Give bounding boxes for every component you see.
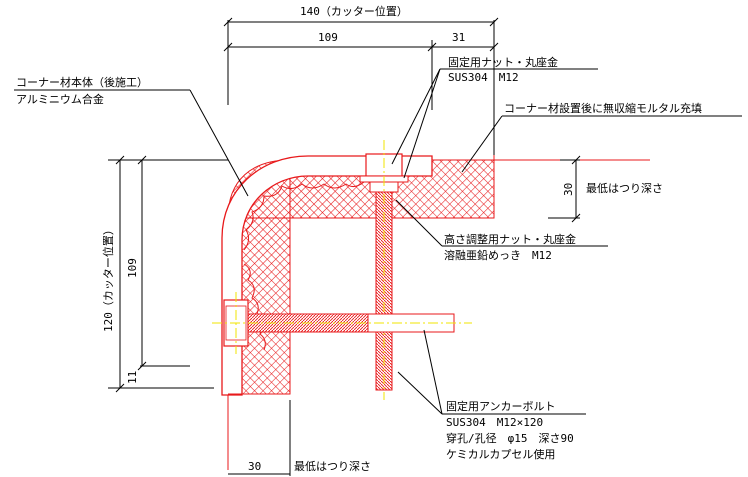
label-corner-body-2: アルミニウム合金 [16, 92, 104, 106]
label-corner-body-1: コーナー材本体（後施工） [16, 75, 148, 89]
leader-lines [14, 68, 742, 415]
label-fixing-nut-2: SUS304 M12 [448, 71, 519, 84]
horizontal-anchor-bolt [212, 292, 472, 354]
label-anchor-2: SUS304 M12×120 [446, 416, 543, 429]
dim-top-left: 109 [318, 31, 338, 44]
corner-body [221, 155, 433, 396]
label-anchor-1: 固定用アンカーボルト [446, 399, 556, 413]
mortar-fill [227, 159, 495, 395]
dim-right-depth-value: 30 [562, 183, 575, 196]
dim-left-small: 11 [126, 371, 139, 384]
label-fixing-nut-1: 固定用ナット・丸座金 [448, 55, 558, 69]
vertical-anchor-bolt [359, 140, 409, 400]
label-height-nut-1: 高さ調整用ナット・丸座金 [444, 232, 576, 246]
dim-bottom-depth-value: 30 [248, 460, 261, 473]
label-mortar: コーナー材設置後に無収縮モルタル充填 [504, 101, 702, 115]
dim-bottom-depth-label: 最低はつり深さ [294, 460, 371, 473]
dim-right-depth-label: 最低はつり深さ [586, 182, 663, 195]
callout-labels: コーナー材本体（後施工） アルミニウム合金 固定用ナット・丸座金 SUS304 … [16, 55, 702, 461]
dim-left-overall: 120（カッター位置） [101, 224, 115, 332]
label-anchor-3: 穿孔/孔径 φ15 深さ90 [446, 431, 574, 445]
dim-top-right: 31 [452, 31, 465, 44]
label-height-nut-2: 溶融亜鉛めっき M12 [444, 248, 552, 262]
label-anchor-4: ケミカルカプセル使用 [446, 448, 555, 461]
dim-top-overall: 140（カッター位置） [300, 4, 408, 18]
dimension-ticks [115, 17, 581, 393]
dimension-texts: 140（カッター位置） 109 31 120（カッター位置） 109 11 30… [101, 4, 663, 473]
dim-left-mid: 109 [126, 258, 139, 278]
